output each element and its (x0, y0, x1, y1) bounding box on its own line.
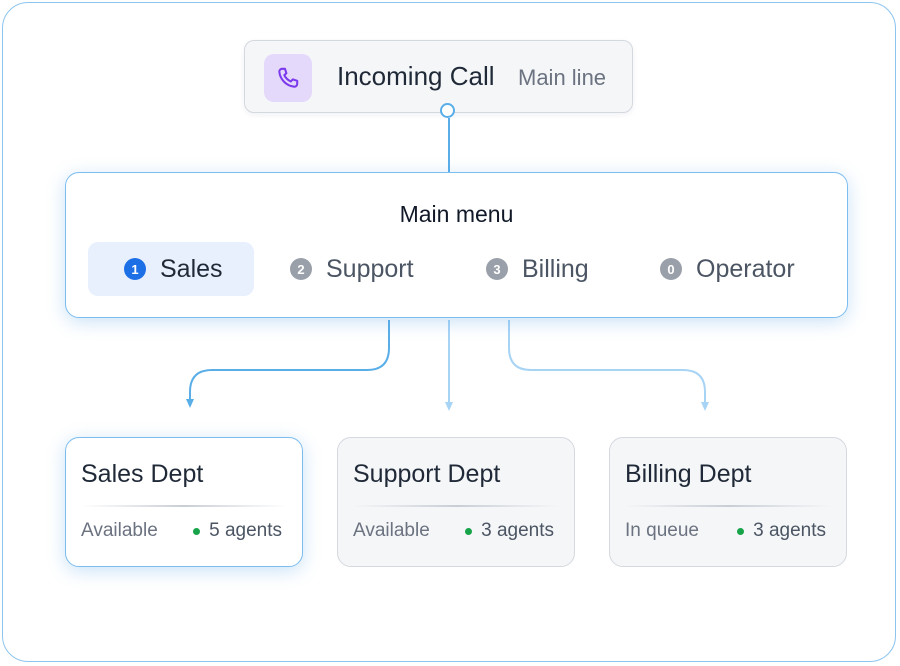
menu-option-label: Support (326, 254, 414, 283)
divider (81, 505, 287, 507)
dept-agents: 3 agents (737, 520, 826, 542)
menu-option-label: Sales (160, 254, 223, 283)
dept-name: Sales Dept (81, 460, 204, 488)
available-dot-icon (737, 527, 745, 535)
available-dot-icon (465, 527, 473, 535)
call-title: Incoming Call (337, 61, 495, 91)
menu-option-billing[interactable]: 3 Billing (486, 242, 589, 296)
call-subtitle: Main line (518, 65, 607, 90)
dept-status: Available (353, 520, 430, 541)
billing-branch-line (508, 320, 709, 411)
menu-title: Main menu (399, 201, 514, 227)
sales-branch-line (186, 320, 390, 408)
menu-option-support[interactable]: 2 Support (290, 242, 414, 296)
option-key-badge: 0 (660, 258, 682, 280)
incoming-call-node[interactable]: Incoming Call Main line (244, 40, 633, 113)
dept-card-sales[interactable]: Sales Dept Available 5 agents (65, 437, 303, 567)
call-output-port[interactable] (440, 103, 455, 118)
dept-name: Billing Dept (625, 460, 752, 488)
dept-status: In queue (625, 520, 699, 541)
menu-option-label: Billing (522, 254, 589, 283)
agent-count: 3 agents (753, 520, 826, 541)
phone-icon (264, 54, 312, 102)
menu-option-label: Operator (696, 254, 795, 283)
option-key-badge: 3 (486, 258, 508, 280)
dept-status: Available (81, 520, 158, 541)
dept-card-support[interactable]: Support Dept Available 3 agents (337, 437, 575, 567)
dept-agents: 3 agents (465, 520, 554, 542)
available-dot-icon (193, 527, 201, 535)
dept-card-billing[interactable]: Billing Dept In queue 3 agents (609, 437, 847, 567)
menu-option-operator[interactable]: 0 Operator (660, 242, 795, 296)
divider (353, 505, 559, 507)
main-menu-node[interactable]: Main menu 1 Sales 2 Support 3 Billing 0 … (65, 172, 848, 318)
agent-count: 5 agents (209, 520, 282, 541)
divider (625, 505, 831, 507)
option-key-badge: 1 (124, 258, 146, 280)
menu-option-sales[interactable]: 1 Sales (88, 242, 254, 296)
option-key-badge: 2 (290, 258, 312, 280)
dept-name: Support Dept (353, 460, 501, 488)
dept-agents: 5 agents (193, 520, 282, 542)
agent-count: 3 agents (481, 520, 554, 541)
